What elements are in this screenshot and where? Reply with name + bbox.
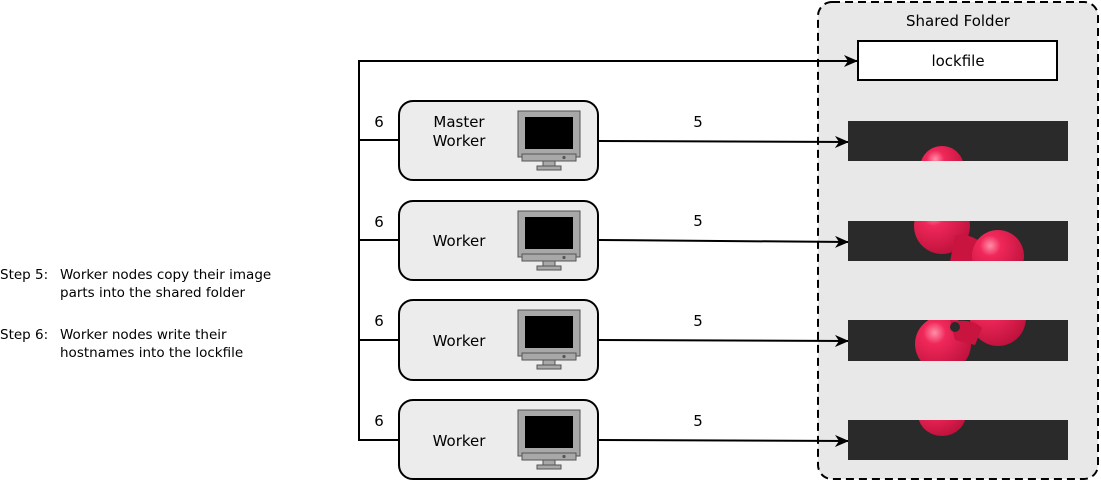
worker-node-3: 6 Worker 5 xyxy=(374,399,849,480)
step5-prefix: Step 5: xyxy=(0,267,49,283)
legend-step5: Step 5: Worker nodes copy their image par… xyxy=(0,266,271,302)
monitor-icon xyxy=(517,110,581,171)
write-step-label-0: 6 xyxy=(374,113,384,131)
step6-line2: hostnames into the lockfile xyxy=(60,345,244,361)
worker-node-2: 6 Worker 5 xyxy=(374,299,849,381)
monitor-icon xyxy=(517,309,581,370)
copy-arrow-1 xyxy=(598,235,849,248)
image-part-1 xyxy=(848,221,1068,261)
worker-label-0-line1: Master xyxy=(433,113,485,131)
worker-label-2: Worker xyxy=(433,332,487,350)
step5-line2: parts into the shared folder xyxy=(60,285,246,301)
monitor-icon xyxy=(517,409,581,470)
copy-step-label-0: 5 xyxy=(693,113,703,131)
copy-arrow-2 xyxy=(598,334,849,347)
legend-step6: Step 6: Worker nodes write their hostname… xyxy=(0,326,243,362)
copy-arrow-0 xyxy=(598,135,849,148)
image-part-0 xyxy=(848,121,1068,161)
lockfile-box xyxy=(857,40,1058,81)
step6-line1: Worker nodes write their xyxy=(60,327,227,343)
copy-arrow-3 xyxy=(598,434,849,447)
image-part-3 xyxy=(848,420,1068,460)
shared-folder-title: Shared Folder xyxy=(906,12,1011,30)
monitor-icon xyxy=(517,210,581,271)
worker-label-3: Worker xyxy=(433,432,487,450)
write-step-label-2: 6 xyxy=(374,312,384,330)
lockfile-write-bus xyxy=(358,55,858,441)
worker-node-1: 6 Worker 5 xyxy=(374,200,849,281)
worker-label-1: Worker xyxy=(433,232,487,250)
copy-step-label-2: 5 xyxy=(693,312,703,330)
image-part-2 xyxy=(848,320,1068,361)
copy-step-label-1: 5 xyxy=(693,212,703,230)
worker-label-0-line2: Worker xyxy=(433,132,487,150)
lockfile-label: lockfile xyxy=(931,52,984,70)
write-step-label-3: 6 xyxy=(374,412,384,430)
worker-node-0: 6 Master Worker 5 xyxy=(374,100,849,181)
copy-step-label-3: 5 xyxy=(693,412,703,430)
step5-line1: Worker nodes copy their image xyxy=(60,267,272,283)
step6-prefix: Step 6: xyxy=(0,327,49,343)
write-step-label-1: 6 xyxy=(374,213,384,231)
